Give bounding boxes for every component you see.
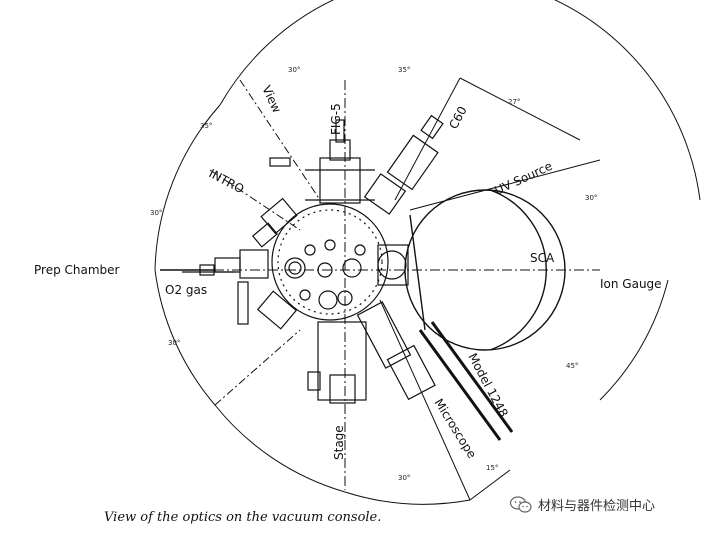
angle-label: 27° bbox=[508, 98, 520, 106]
angle-label: 30° bbox=[150, 209, 162, 217]
angle-label: 15° bbox=[486, 464, 498, 472]
o2-gas-label: O2 gas bbox=[165, 283, 207, 297]
watermark: 材料与器件检测中心 bbox=[510, 495, 655, 514]
uv-source-label: UV Source bbox=[492, 159, 554, 198]
sca-label: SCA bbox=[530, 251, 555, 265]
angle-label: 45° bbox=[566, 362, 578, 370]
angle-label: 35° bbox=[200, 122, 212, 130]
ports bbox=[160, 114, 514, 441]
watermark-text: 材料与器件检测中心 bbox=[538, 499, 656, 514]
model-label: Model 1248 bbox=[465, 351, 510, 420]
angle-label: 30° bbox=[288, 66, 300, 74]
microscope-label: Microscope bbox=[431, 396, 479, 461]
angle-guides bbox=[154, 0, 701, 505]
angle-label: 30° bbox=[168, 339, 180, 347]
main-chamber bbox=[271, 203, 389, 321]
angle-label: 30° bbox=[585, 194, 597, 202]
view-label: View bbox=[259, 83, 284, 115]
figure-caption: View of the optics on the vacuum console… bbox=[104, 510, 382, 525]
prep-chamber-label: Prep Chamber bbox=[34, 263, 120, 277]
c60-label: C60 bbox=[446, 104, 469, 131]
wechat-icon bbox=[510, 495, 532, 513]
angle-label: 30° bbox=[398, 474, 410, 482]
stage-label: Stage bbox=[332, 425, 346, 460]
intro-label: INTRO bbox=[207, 166, 247, 196]
ion-gauge-label: Ion Gauge bbox=[600, 277, 662, 291]
fig5-label: FIG-5 bbox=[329, 103, 343, 135]
angle-label: 35° bbox=[398, 66, 410, 74]
angle-labels: 30° 35° 27° 30° 35° 30° 30° 45° 15° 30° bbox=[150, 66, 597, 482]
